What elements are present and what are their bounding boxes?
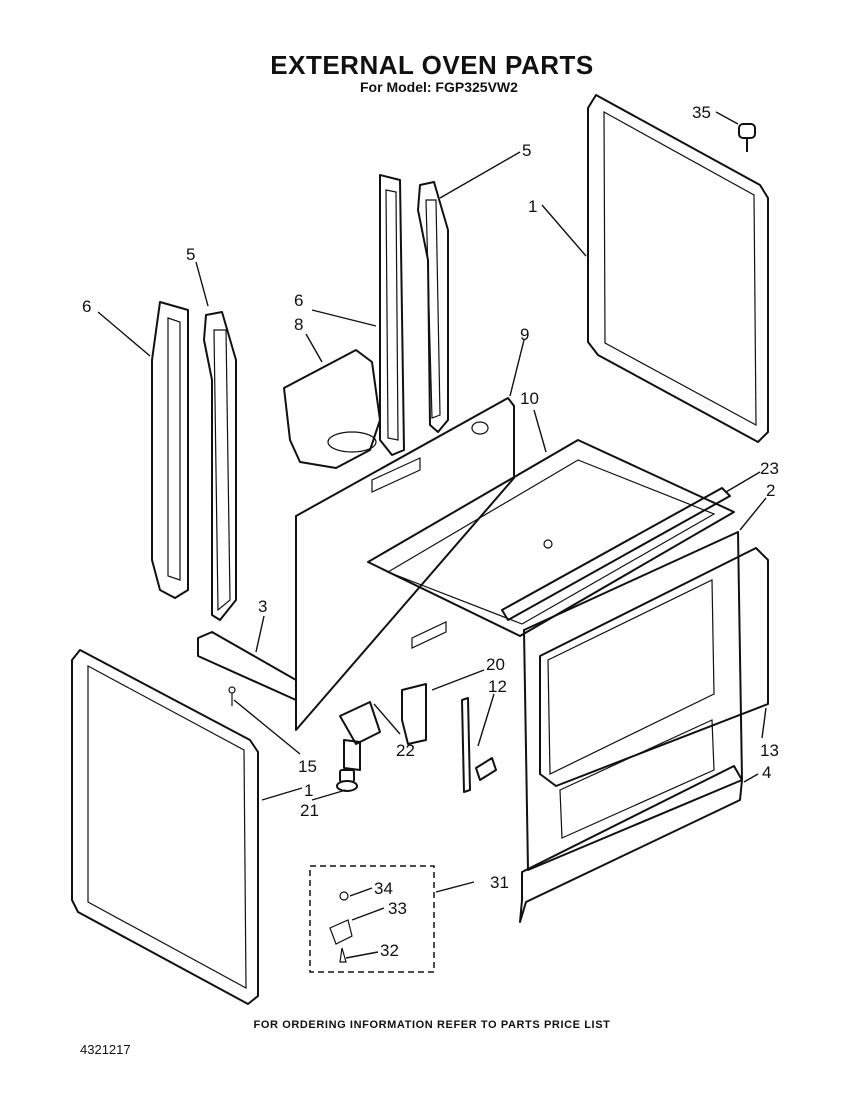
model-subtitle: For Model: FGP325VW2 <box>360 79 518 95</box>
side-panel-right <box>587 94 769 443</box>
diagram-title: EXTERNAL OVEN PARTS <box>270 50 594 80</box>
callout-3: 3 <box>258 597 267 616</box>
callout-4: 4 <box>762 763 771 782</box>
document-number: 4321217 <box>80 1042 131 1057</box>
leader-lines <box>97 111 767 959</box>
hinge-channel-top <box>417 181 449 433</box>
screw-kit-box <box>309 865 435 973</box>
callout-33: 33 <box>388 899 407 918</box>
callout-12: 12 <box>488 677 507 696</box>
kick-panel-bottom <box>519 765 743 923</box>
callout-23: 23 <box>760 459 779 478</box>
window-gasket <box>539 547 769 787</box>
callout-6-left: 6 <box>82 297 91 316</box>
hinge-channel-left <box>203 311 237 621</box>
ordering-note: FOR ORDERING INFORMATION REFER TO PARTS … <box>253 1019 611 1031</box>
vertical-channel-left <box>151 301 189 599</box>
screw-15 <box>228 686 236 706</box>
clip-22 <box>339 701 381 771</box>
callout-6-mid: 6 <box>294 291 303 310</box>
trim-strip-23 <box>501 487 731 621</box>
callout-35: 35 <box>692 103 711 122</box>
bracket-20 <box>401 683 427 745</box>
screw-35 <box>738 123 756 152</box>
side-panel-left <box>71 649 259 1005</box>
callout-9: 9 <box>520 325 529 344</box>
bracket-3 <box>197 631 297 701</box>
callout-34: 34 <box>374 879 393 898</box>
callout-21: 21 <box>300 801 319 820</box>
leveling-leg-21 <box>336 769 358 792</box>
vertical-channel-middle <box>379 174 405 456</box>
callout-5-left: 5 <box>186 245 195 264</box>
callout-1-bottom: 1 <box>304 781 313 800</box>
callout-20: 20 <box>486 655 505 674</box>
callout-15: 15 <box>298 757 317 776</box>
callout-31: 31 <box>490 873 509 892</box>
callout-2: 2 <box>766 481 775 500</box>
oven-bottom-panel <box>367 439 735 637</box>
front-frame <box>523 531 743 871</box>
callout-22: 22 <box>396 741 415 760</box>
callout-13: 13 <box>760 741 779 760</box>
hinge-arm-12 <box>461 697 497 793</box>
callout-8: 8 <box>294 315 303 334</box>
callout-32: 32 <box>380 941 399 960</box>
callout-10: 10 <box>520 389 539 408</box>
callout-5-top: 5 <box>522 141 531 160</box>
rear-panel <box>295 397 515 731</box>
vent-duct <box>283 349 381 469</box>
callout-1-top: 1 <box>528 197 537 216</box>
